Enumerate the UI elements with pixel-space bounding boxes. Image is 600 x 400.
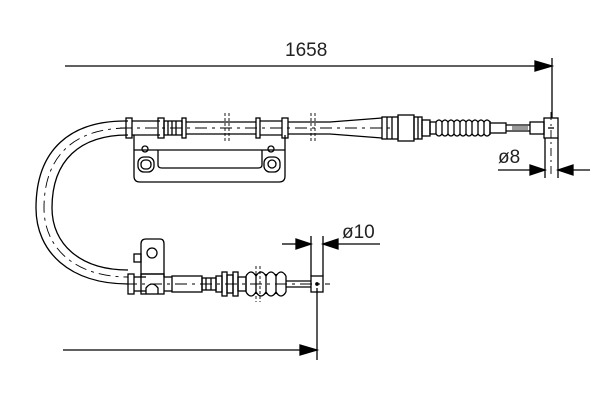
upper-cable-section (120, 113, 395, 143)
diameter-8-dimension (498, 138, 590, 178)
lower-cable-section (125, 238, 330, 302)
overall-length-dimension (65, 58, 555, 118)
upper-end-fitting (381, 112, 559, 176)
diameter-10-label: ø10 (342, 222, 375, 243)
curved-cable-sheath (35, 120, 129, 285)
diameter-10-dimension (282, 236, 380, 276)
overall-length-label: 1658 (285, 40, 328, 61)
bottom-length-dimension (63, 288, 320, 360)
mounting-bracket (133, 135, 286, 183)
diameter-8-label: ø8 (498, 147, 521, 168)
